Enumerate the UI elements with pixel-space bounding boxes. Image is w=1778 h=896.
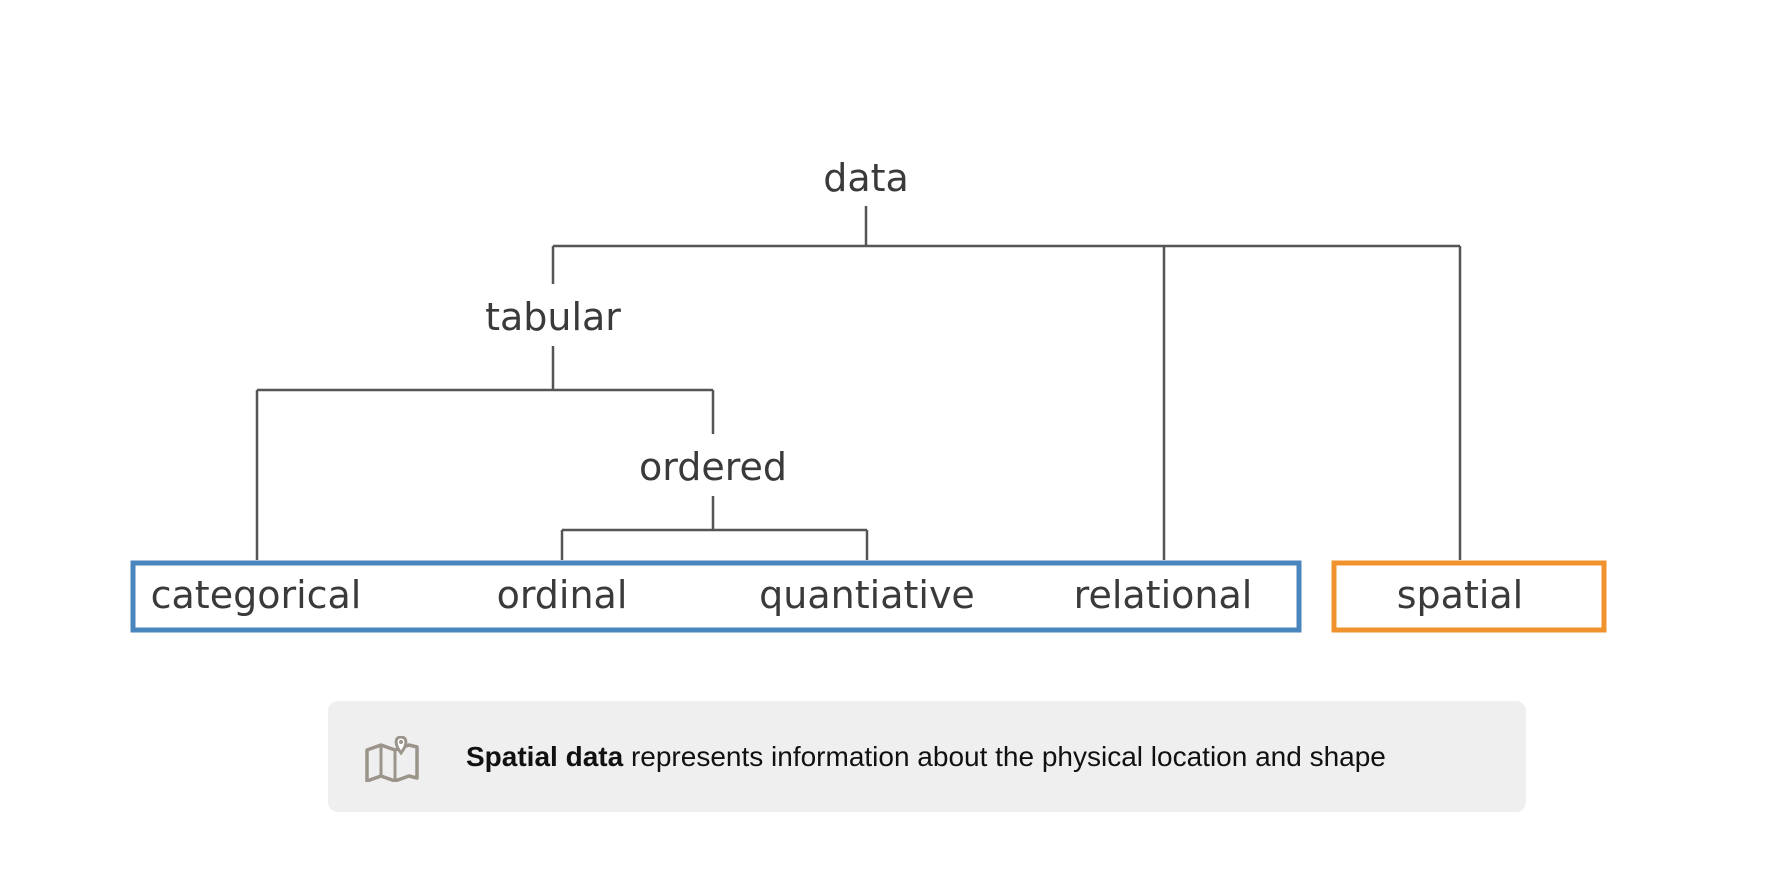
tree-connectors (255, 206, 1462, 560)
callout-bold-term: Spatial data (466, 741, 624, 772)
node-ordinal: ordinal (497, 573, 628, 617)
callout-description: represents information about the physica… (623, 741, 1386, 772)
node-data: data (823, 156, 909, 200)
callout-text: Spatial data represents information abou… (466, 701, 1386, 812)
node-quantiative: quantiative (759, 573, 975, 617)
node-relational: relational (1074, 573, 1253, 617)
map-pin-icon (364, 735, 420, 783)
node-categorical: categorical (151, 573, 362, 617)
node-ordered: ordered (639, 445, 787, 489)
spatial-data-callout: Spatial data represents information abou… (328, 701, 1526, 812)
node-tabular: tabular (485, 295, 621, 339)
node-spatial: spatial (1397, 573, 1524, 617)
spatial-group-box (1331, 560, 1607, 633)
tabular-group-box (130, 560, 1302, 633)
